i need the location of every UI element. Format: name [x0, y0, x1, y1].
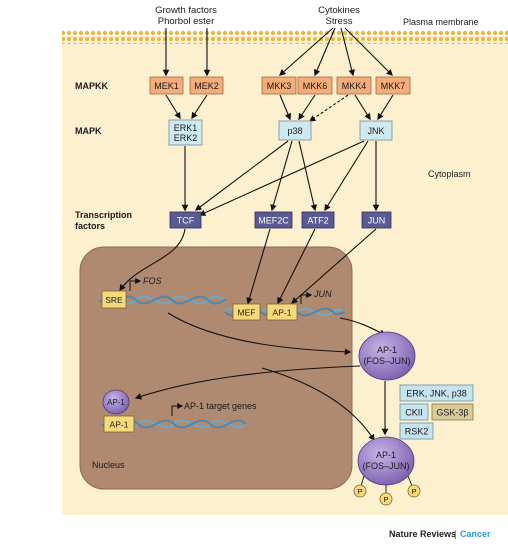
atf2-box	[301, 211, 335, 229]
ap1-complex-upper	[358, 331, 416, 381]
plasma-membrane-label: Plasma membrane	[403, 17, 479, 27]
ap1-target-box	[103, 415, 135, 433]
mkk4-to-p38-dashed-arrow	[308, 94, 349, 122]
mek2-label: MEK2	[194, 81, 219, 91]
sre-label: SRE	[105, 295, 123, 305]
mek1-box	[149, 76, 184, 95]
phosphate-left-label: P	[357, 487, 362, 496]
ap1-jun-promoter-box	[266, 303, 298, 321]
jun-tss-arrow	[300, 292, 313, 304]
erk1-label: ERK1	[174, 123, 198, 133]
transcription-factors-label-1: Transcription	[75, 210, 132, 220]
phosphate-middle	[379, 492, 393, 506]
transcription-factors-label-2: factors	[75, 221, 105, 231]
p38-box	[278, 120, 312, 141]
rsk2-box	[399, 422, 434, 440]
mek2-box	[189, 76, 224, 95]
kinase-erk-jnk-p38-label: ERK, JNK, p38	[406, 389, 467, 399]
sre-box	[101, 290, 127, 309]
jnk-box	[359, 120, 393, 141]
ckii-label: CKII	[405, 408, 423, 418]
mkk4-box	[336, 76, 372, 95]
atf2-label: ATF2	[307, 216, 328, 226]
fos-gene-label: FOS	[143, 276, 162, 286]
mef-box	[232, 303, 261, 321]
mkk7-label: MKK7	[381, 81, 406, 91]
ap1-target-box-label: AP-1	[110, 420, 129, 430]
phosphate-right-label: P	[411, 487, 416, 496]
phosphate-left	[353, 484, 367, 498]
p38-label: p38	[287, 126, 302, 136]
mapk-row-label: MAPK	[75, 126, 102, 136]
mkk4-label: MKK4	[342, 81, 367, 91]
nucleus-label: Nucleus	[92, 460, 125, 470]
stimulus-growth-factors: Growth factors	[155, 5, 217, 16]
ap1-jun-promoter-label: AP-1	[273, 308, 292, 318]
stimulus-phorbol-ester: Phorbol ester	[158, 16, 215, 27]
mkk6-box	[297, 76, 333, 95]
jun-tf-label: JUN	[368, 216, 386, 226]
mapkk-row: MEK1 MEK2 MKK3 MKK6 MKK4 MKK7	[149, 76, 411, 95]
phosphate-middle-label: P	[383, 495, 388, 504]
nuclear-ap1-complex	[102, 389, 130, 415]
nucleus-region	[79, 246, 353, 490]
mek1-label: MEK1	[154, 81, 179, 91]
mkk7-box	[375, 76, 411, 95]
rsk2-label: RSK2	[405, 427, 429, 437]
ap1-complex-upper-line2: (FOS–JUN)	[364, 356, 411, 366]
nuclear-ap1-label: AP-1	[107, 398, 125, 407]
ap1-complex-lower-line1: AP-1	[376, 450, 396, 460]
jun-tf-box	[361, 211, 392, 229]
tcf-box	[169, 211, 202, 229]
ckii-box	[399, 403, 429, 421]
mkk3-box	[261, 76, 297, 95]
cytoplasm-label: Cytoplasm	[428, 169, 471, 179]
mef2c-label: MEF2C	[258, 216, 289, 226]
mkk3-label: MKK3	[267, 81, 292, 91]
kinase-erk-jnk-p38-box	[399, 384, 474, 402]
phosphate-right	[407, 484, 421, 498]
erk2-label: ERK2	[174, 133, 198, 143]
jnk-label: JNK	[367, 126, 384, 136]
gsk3b-box	[431, 403, 474, 421]
journal-credit: Nature Reviews	[389, 529, 456, 539]
credit-separator: |	[454, 529, 456, 539]
ap1-complex-upper-line1: AP-1	[377, 345, 397, 355]
stimulus-cytokines: Cytokines	[318, 5, 360, 16]
fos-tss-arrow	[129, 278, 142, 291]
mef-label: MEF	[238, 308, 256, 318]
mef2c-box	[254, 211, 293, 229]
tcf-label: TCF	[177, 216, 195, 226]
stimulus-stress: Stress	[326, 16, 353, 27]
ap1-complex-lower-line2: (FOS–JUN)	[363, 461, 410, 471]
ap1-target-genes-label: AP-1 target genes	[184, 401, 257, 411]
cancer-credit: Cancer	[460, 529, 491, 539]
erk-box	[168, 119, 203, 146]
jun-gene-label: JUN	[313, 289, 332, 299]
mapkk-row-label: MAPKK	[75, 81, 108, 91]
target-tss-arrow	[171, 403, 184, 416]
gsk3b-label: GSK-3β	[436, 408, 468, 418]
mkk6-label: MKK6	[303, 81, 328, 91]
